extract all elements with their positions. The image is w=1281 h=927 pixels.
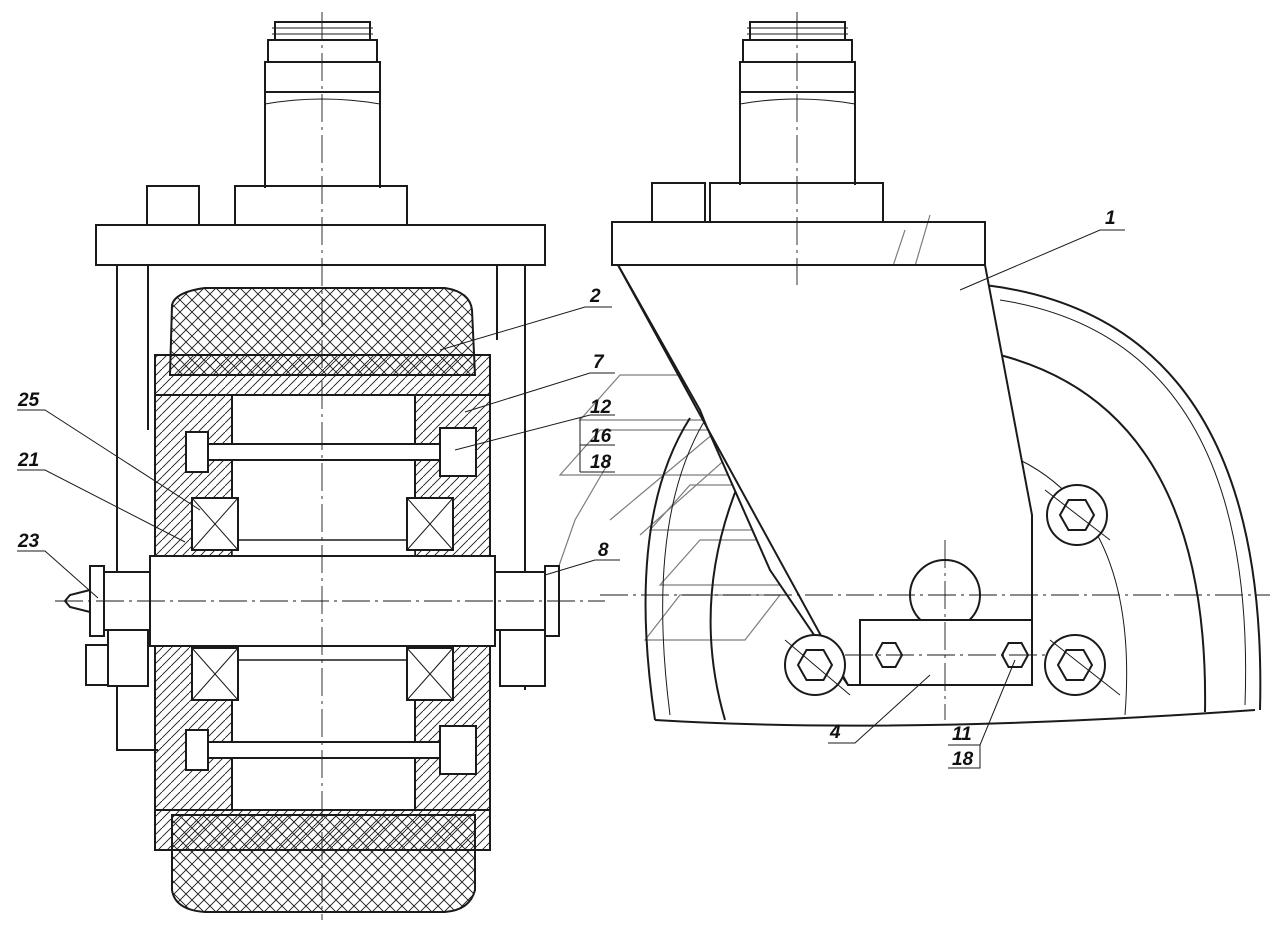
leader-lines (17, 229, 1125, 769)
label-part-16: 16 (590, 426, 612, 447)
label-part-18-top: 18 (590, 452, 612, 473)
hex-bolt-lower-right (1044, 634, 1106, 696)
side-view (600, 12, 1270, 727)
label-part-1: 1 (1105, 208, 1116, 229)
bearing-top-right (406, 497, 454, 551)
label-part-8: 8 (598, 540, 609, 561)
label-part-2: 2 (589, 286, 601, 307)
label-part-18-bottom: 18 (952, 749, 974, 770)
label-part-21: 21 (17, 450, 39, 471)
bearing-bottom-left (191, 647, 239, 701)
label-part-4: 4 (829, 722, 841, 743)
section-view (55, 12, 605, 920)
label-part-12: 12 (590, 397, 612, 418)
label-part-25: 25 (17, 390, 40, 411)
bearing-top-left (191, 497, 239, 551)
label-part-7: 7 (593, 352, 605, 373)
bearing-bottom-right (406, 647, 454, 701)
label-part-11: 11 (952, 724, 972, 745)
label-part-23: 23 (17, 531, 40, 552)
